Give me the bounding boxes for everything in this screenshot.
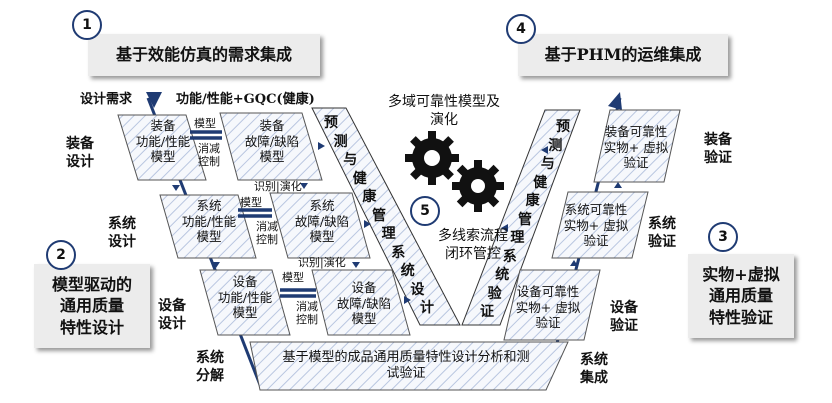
callout-requirement-integration: 基于效能仿真的需求集成 <box>88 34 320 76</box>
step-number-5: 5 <box>410 196 440 226</box>
callout-1-text: 基于效能仿真的需求集成 <box>115 45 292 65</box>
row1-model-label: 模型 <box>194 117 216 130</box>
multidomain-reliability-label: 多域可靠性模型及 演化 <box>388 94 500 128</box>
top-right-arrow <box>608 92 622 110</box>
level-equipment-verify: 装备验证 <box>704 132 732 166</box>
phm-char: 理 <box>381 226 396 242</box>
bottom-base <box>249 341 569 391</box>
down-arrows <box>172 183 360 268</box>
step-number-2: 2 <box>46 240 76 270</box>
device-function-model: 设备功能/性能模型 <box>217 274 273 321</box>
device-reliability-verify: 设备可靠性实物+ 虚拟验证 <box>515 284 581 331</box>
level-device-design: 设备设计 <box>158 298 186 332</box>
function-performance-label: 功能/性能+GQC(健康) <box>176 92 315 107</box>
phm-char: 系 <box>391 244 406 261</box>
phm-char: 理 <box>510 230 525 246</box>
design-row-1-boxes <box>117 112 323 181</box>
phm-char: 统 <box>495 267 510 283</box>
gear-icon-2 <box>452 160 504 212</box>
phm-char: 管 <box>518 211 532 228</box>
phm-char: 计 <box>420 300 434 316</box>
level-system-decompose: 系统分解 <box>196 350 224 384</box>
phm-char: 验 <box>487 285 502 302</box>
level-system-design: 系统设计 <box>108 216 136 250</box>
row1-cancel-label: 消减控制 <box>198 142 220 169</box>
phm-char: 证 <box>480 304 494 320</box>
side-arrows <box>318 142 548 304</box>
device-fault-model: 设备故障/缺陷模型 <box>336 280 392 327</box>
phm-design-band <box>311 107 461 326</box>
callout-2-line-1: 模型驱动的 <box>51 274 132 294</box>
step-number-3: 3 <box>708 222 738 252</box>
step-number-1: 1 <box>72 10 102 40</box>
requirement-triangle <box>146 92 162 108</box>
bottom-model-based-analysis: 基于模型的成品通用质量特性设计分析和测试验证 <box>282 350 530 382</box>
phm-char: 设 <box>410 281 425 298</box>
phm-char: 预 <box>324 115 338 131</box>
phm-char: 管 <box>372 207 386 224</box>
phm-verify-band <box>461 109 581 326</box>
callout-3-line-3: 特性验证 <box>708 307 773 327</box>
system-reliability-verify: 系统可靠性实物+ 虚拟验证 <box>563 202 629 249</box>
callout-phm-integration: 基于PHM的运维集成 <box>518 34 728 76</box>
callout-3-line-2: 通用质量 <box>708 286 773 306</box>
connector-bars <box>190 130 316 298</box>
callout-model-driven-design: 模型驱动的 通用质量 特性设计 <box>34 264 150 348</box>
phm-char: 健 <box>352 170 367 187</box>
level-equipment-design: 装备设计 <box>66 136 94 170</box>
equipment-function-model: 装备功能/性能模型 <box>135 118 191 165</box>
phm-char: 与 <box>343 152 358 168</box>
row3-cancel-label: 消减控制 <box>296 300 318 327</box>
callout-2-line-3: 特性设计 <box>59 317 124 337</box>
system-fault-model: 系统故障/缺陷模型 <box>294 198 350 245</box>
level-device-verify: 设备验证 <box>610 300 638 334</box>
up-arrows <box>570 182 622 266</box>
level-system-verify: 系统验证 <box>648 216 676 250</box>
equipment-reliability-verify: 装备可靠性实物+ 虚拟验证 <box>603 124 669 171</box>
requirement-label: 设计需求 <box>80 92 133 107</box>
row3-model-label: 模型 <box>282 271 304 284</box>
equipment-fault-model: 装备故障/缺陷模型 <box>244 118 300 165</box>
phm-char: 测 <box>333 133 348 150</box>
phm-char: 康 <box>362 189 377 205</box>
callout-physical-virtual-verify: 实物+虚拟 通用质量 特性验证 <box>688 254 794 338</box>
row2-evolution-label: 识别|演化 <box>298 256 346 269</box>
callout-2-line-2: 通用质量 <box>59 296 124 316</box>
system-function-model: 系统功能/性能模型 <box>181 198 237 245</box>
phm-char: 健 <box>533 174 548 191</box>
phm-char: 预 <box>556 119 570 135</box>
design-row-2-boxes <box>159 192 371 259</box>
row2-cancel-label: 消减控制 <box>256 220 278 247</box>
row1-evolution-label: 识别|演化 <box>254 180 302 193</box>
phm-char: 与 <box>540 156 555 172</box>
multi-thread-closed-loop-label: 多线索流程 闭环管控 <box>438 228 508 262</box>
step-number-4: 4 <box>506 14 536 44</box>
row2-model-label: 模型 <box>240 196 262 209</box>
phm-char: 测 <box>548 137 563 154</box>
gear-icon <box>405 131 459 185</box>
verify-row-boxes <box>503 109 681 341</box>
design-row-3-boxes <box>199 269 411 336</box>
callout-3-line-1: 实物+虚拟 <box>702 264 780 284</box>
phm-char: 系 <box>502 248 517 265</box>
phm-char: 统 <box>400 263 415 279</box>
phm-char: 康 <box>525 193 540 209</box>
callout-4-text: 基于PHM的运维集成 <box>544 45 702 65</box>
level-system-integrate: 系统集成 <box>580 352 608 386</box>
